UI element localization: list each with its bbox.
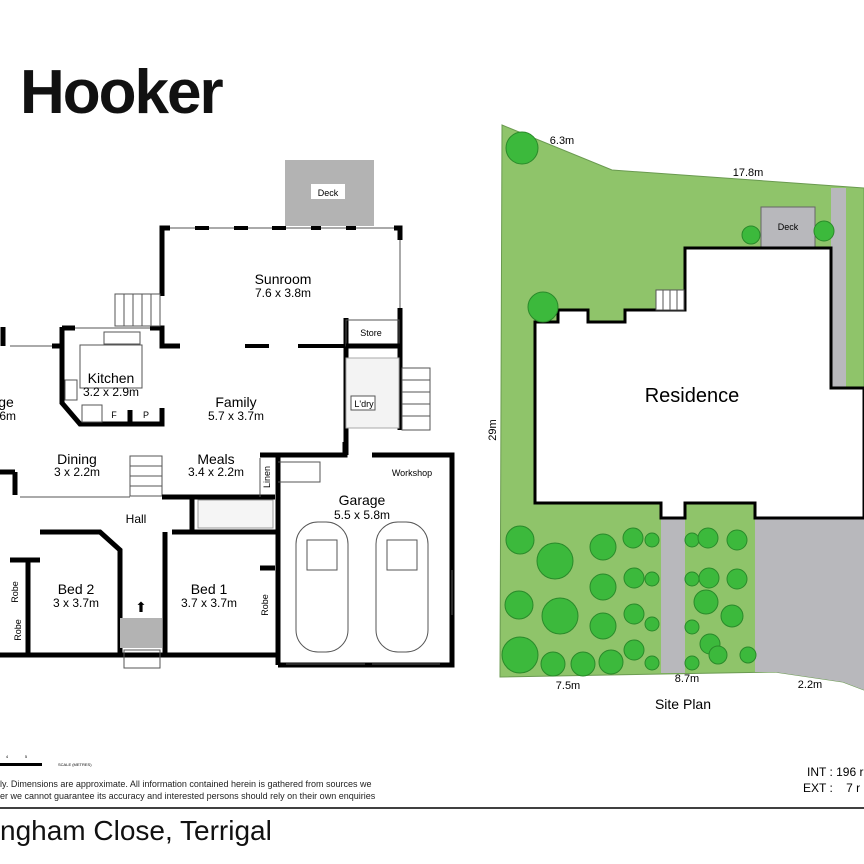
tree-icon <box>623 603 645 625</box>
scale-tick: 4 <box>6 754 9 759</box>
room-label-laundry: L'dry <box>354 399 374 409</box>
tree-icon <box>720 604 744 628</box>
tree-icon <box>684 619 700 635</box>
tree-icon <box>501 636 539 674</box>
room-size-lounge: .6m <box>0 409 16 423</box>
tree-icon <box>527 291 559 323</box>
tree-icon <box>570 651 596 677</box>
dimension-bottom-left: 7.5m <box>556 680 580 692</box>
deck-label: Deck <box>318 188 339 198</box>
room-size-family: 5.7 x 3.7m <box>208 409 264 423</box>
tree-icon <box>622 527 644 549</box>
internal-area: INT : 196 r <box>807 765 863 779</box>
dimension-top-left: 6.3m <box>550 135 574 147</box>
tree-icon <box>697 527 719 549</box>
room-label-kitchen: Kitchen <box>88 370 135 386</box>
dimension-left: 29m <box>487 419 499 440</box>
car-icon <box>375 521 429 653</box>
room-size-dining: 3 x 2.2m <box>54 465 100 479</box>
tree-icon <box>726 529 748 551</box>
tree-icon <box>536 542 574 580</box>
room-label-family: Family <box>215 394 256 410</box>
scale-label: SCALE (METRES) <box>58 762 92 767</box>
room-size-bed-1: 3.7 x 3.7m <box>181 596 237 610</box>
site-deck-label: Deck <box>778 222 799 232</box>
room-label-hall: Hall <box>126 512 147 526</box>
tree-icon <box>739 646 757 664</box>
tree-icon <box>505 131 539 165</box>
room-label-bed-1: Bed 1 <box>191 581 228 597</box>
trees <box>501 131 835 677</box>
tree-icon <box>684 571 700 587</box>
room-label-robe: Robe <box>260 594 270 616</box>
dimension-top: 17.8m <box>733 167 764 179</box>
tree-icon <box>684 655 700 671</box>
tree-icon <box>504 590 534 620</box>
room-label-lounge: ge <box>0 394 14 410</box>
tree-icon <box>813 220 835 242</box>
tree-icon <box>589 612 617 640</box>
room-label-robe: Robe <box>10 581 20 603</box>
scale-tick: 5 <box>25 754 28 759</box>
fridge-label: F <box>111 410 117 420</box>
room-label-linen: Linen <box>262 466 272 488</box>
room-size-bed-2: 3 x 3.7m <box>53 596 99 610</box>
tree-icon <box>644 655 660 671</box>
room-label-garage: Garage <box>339 492 386 508</box>
tree-icon <box>644 616 660 632</box>
dimension-bottom-right: 2.2m <box>798 679 822 691</box>
site-plan: Deck Residence 6.3m 17.8m 29m <box>487 124 864 712</box>
tree-icon <box>505 525 535 555</box>
site-plan-title: Site Plan <box>655 696 711 712</box>
room-size-kitchen: 3.2 x 2.9m <box>83 385 139 399</box>
room-label-store: Store <box>360 328 382 338</box>
scale-bar: 4 5 SCALE (METRES) <box>0 754 92 767</box>
residence-footprint <box>533 246 864 520</box>
disclaimer-line: ly. Dimensions are approximate. All info… <box>0 779 372 789</box>
room-label-workshop: Workshop <box>392 468 432 478</box>
room-label-dining: Dining <box>57 451 97 467</box>
disclaimer-line: er we cannot guarantee its accuracy and … <box>0 791 376 801</box>
tree-icon <box>726 568 748 590</box>
room-size-garage: 5.5 x 5.8m <box>334 508 390 522</box>
tree-icon <box>741 225 761 245</box>
tree-icon <box>598 649 624 675</box>
tree-icon <box>541 597 579 635</box>
tree-icon <box>589 573 617 601</box>
entry-arrow-icon: ⬆ <box>135 599 147 615</box>
room-size-meals: 3.4 x 2.2m <box>188 465 244 479</box>
entry-porch <box>120 618 162 648</box>
tree-icon <box>589 533 617 561</box>
room-label-sunroom: Sunroom <box>255 271 312 287</box>
dimension-bottom-mid: 8.7m <box>675 673 699 685</box>
floor-plan: Deck F P <box>0 160 455 669</box>
tree-icon <box>644 571 660 587</box>
brand-logo: Hooker <box>20 58 223 127</box>
tree-icon <box>684 532 700 548</box>
room-size-sunroom: 7.6 x 3.8m <box>255 286 311 300</box>
tree-icon <box>623 567 645 589</box>
tree-icon <box>698 567 720 589</box>
tree-icon <box>623 639 645 661</box>
residence-label: Residence <box>645 385 740 407</box>
room-label-meals: Meals <box>197 451 234 467</box>
room-label-robe: Robe <box>13 619 23 641</box>
room-label-bed-2: Bed 2 <box>58 581 95 597</box>
tree-icon <box>693 589 719 615</box>
tree-icon <box>708 645 728 665</box>
external-area: EXT : 7 r <box>803 781 860 795</box>
car-icon <box>295 521 349 653</box>
tree-icon <box>644 532 660 548</box>
pantry-label: P <box>143 410 149 420</box>
property-address: ngham Close, Terrigal <box>0 815 272 846</box>
tree-icon <box>540 651 566 677</box>
